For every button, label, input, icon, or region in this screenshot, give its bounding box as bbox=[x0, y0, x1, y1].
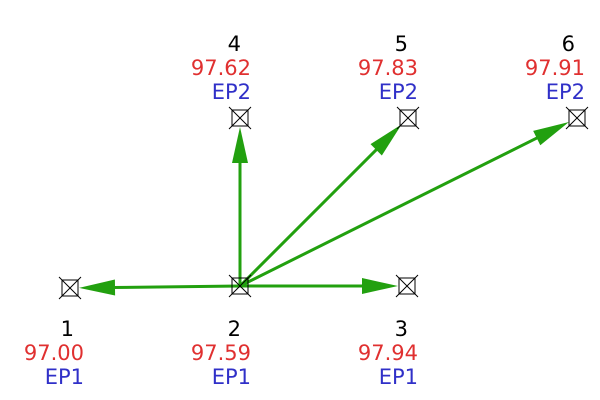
point-number: 4 bbox=[228, 32, 241, 56]
point-6-symbol-icon bbox=[565, 106, 589, 130]
arrow-2-to-4 bbox=[232, 127, 248, 286]
point-elevation: 97.91 bbox=[525, 56, 585, 80]
point-1-symbol-icon bbox=[58, 276, 82, 300]
point-code: EP1 bbox=[212, 365, 251, 389]
labels-layer: 197.00EP1297.59EP1397.94EP1497.62EP2597.… bbox=[24, 32, 585, 389]
point-elevation: 97.94 bbox=[358, 341, 418, 365]
point-code: EP2 bbox=[379, 80, 418, 104]
arrow-2-to-6 bbox=[239, 122, 569, 288]
point-number: 6 bbox=[562, 32, 575, 56]
arrows-layer bbox=[78, 122, 569, 296]
point-number: 2 bbox=[228, 317, 241, 341]
point-3-symbol-icon bbox=[395, 274, 419, 298]
arrowhead-icon bbox=[533, 122, 569, 146]
arrowhead-icon bbox=[232, 127, 248, 163]
points-layer bbox=[58, 106, 589, 300]
arrow-shaft bbox=[238, 147, 379, 288]
arrow-2-to-1 bbox=[78, 279, 241, 296]
point-number: 5 bbox=[395, 32, 408, 56]
arrowhead-icon bbox=[362, 278, 398, 294]
point-number: 3 bbox=[395, 317, 408, 341]
point-4-symbol-icon bbox=[228, 106, 252, 130]
point-elevation: 97.83 bbox=[358, 56, 418, 80]
point-2-symbol-icon bbox=[228, 274, 252, 298]
arrow-shaft bbox=[239, 135, 540, 288]
point-code: EP1 bbox=[45, 365, 84, 389]
arrow-2-to-3 bbox=[240, 278, 398, 294]
point-number: 1 bbox=[61, 317, 74, 341]
arrowhead-icon bbox=[370, 124, 402, 156]
point-elevation: 97.00 bbox=[24, 341, 84, 365]
point-elevation: 97.62 bbox=[191, 56, 251, 80]
arrow-shaft bbox=[112, 284, 241, 289]
arrowhead-icon bbox=[78, 279, 116, 296]
point-elevation: 97.59 bbox=[191, 341, 251, 365]
point-5-symbol-icon bbox=[396, 106, 420, 130]
point-code: EP2 bbox=[212, 80, 251, 104]
point-code: EP2 bbox=[546, 80, 585, 104]
point-code: EP1 bbox=[379, 365, 418, 389]
arrow-2-to-5 bbox=[238, 124, 402, 288]
